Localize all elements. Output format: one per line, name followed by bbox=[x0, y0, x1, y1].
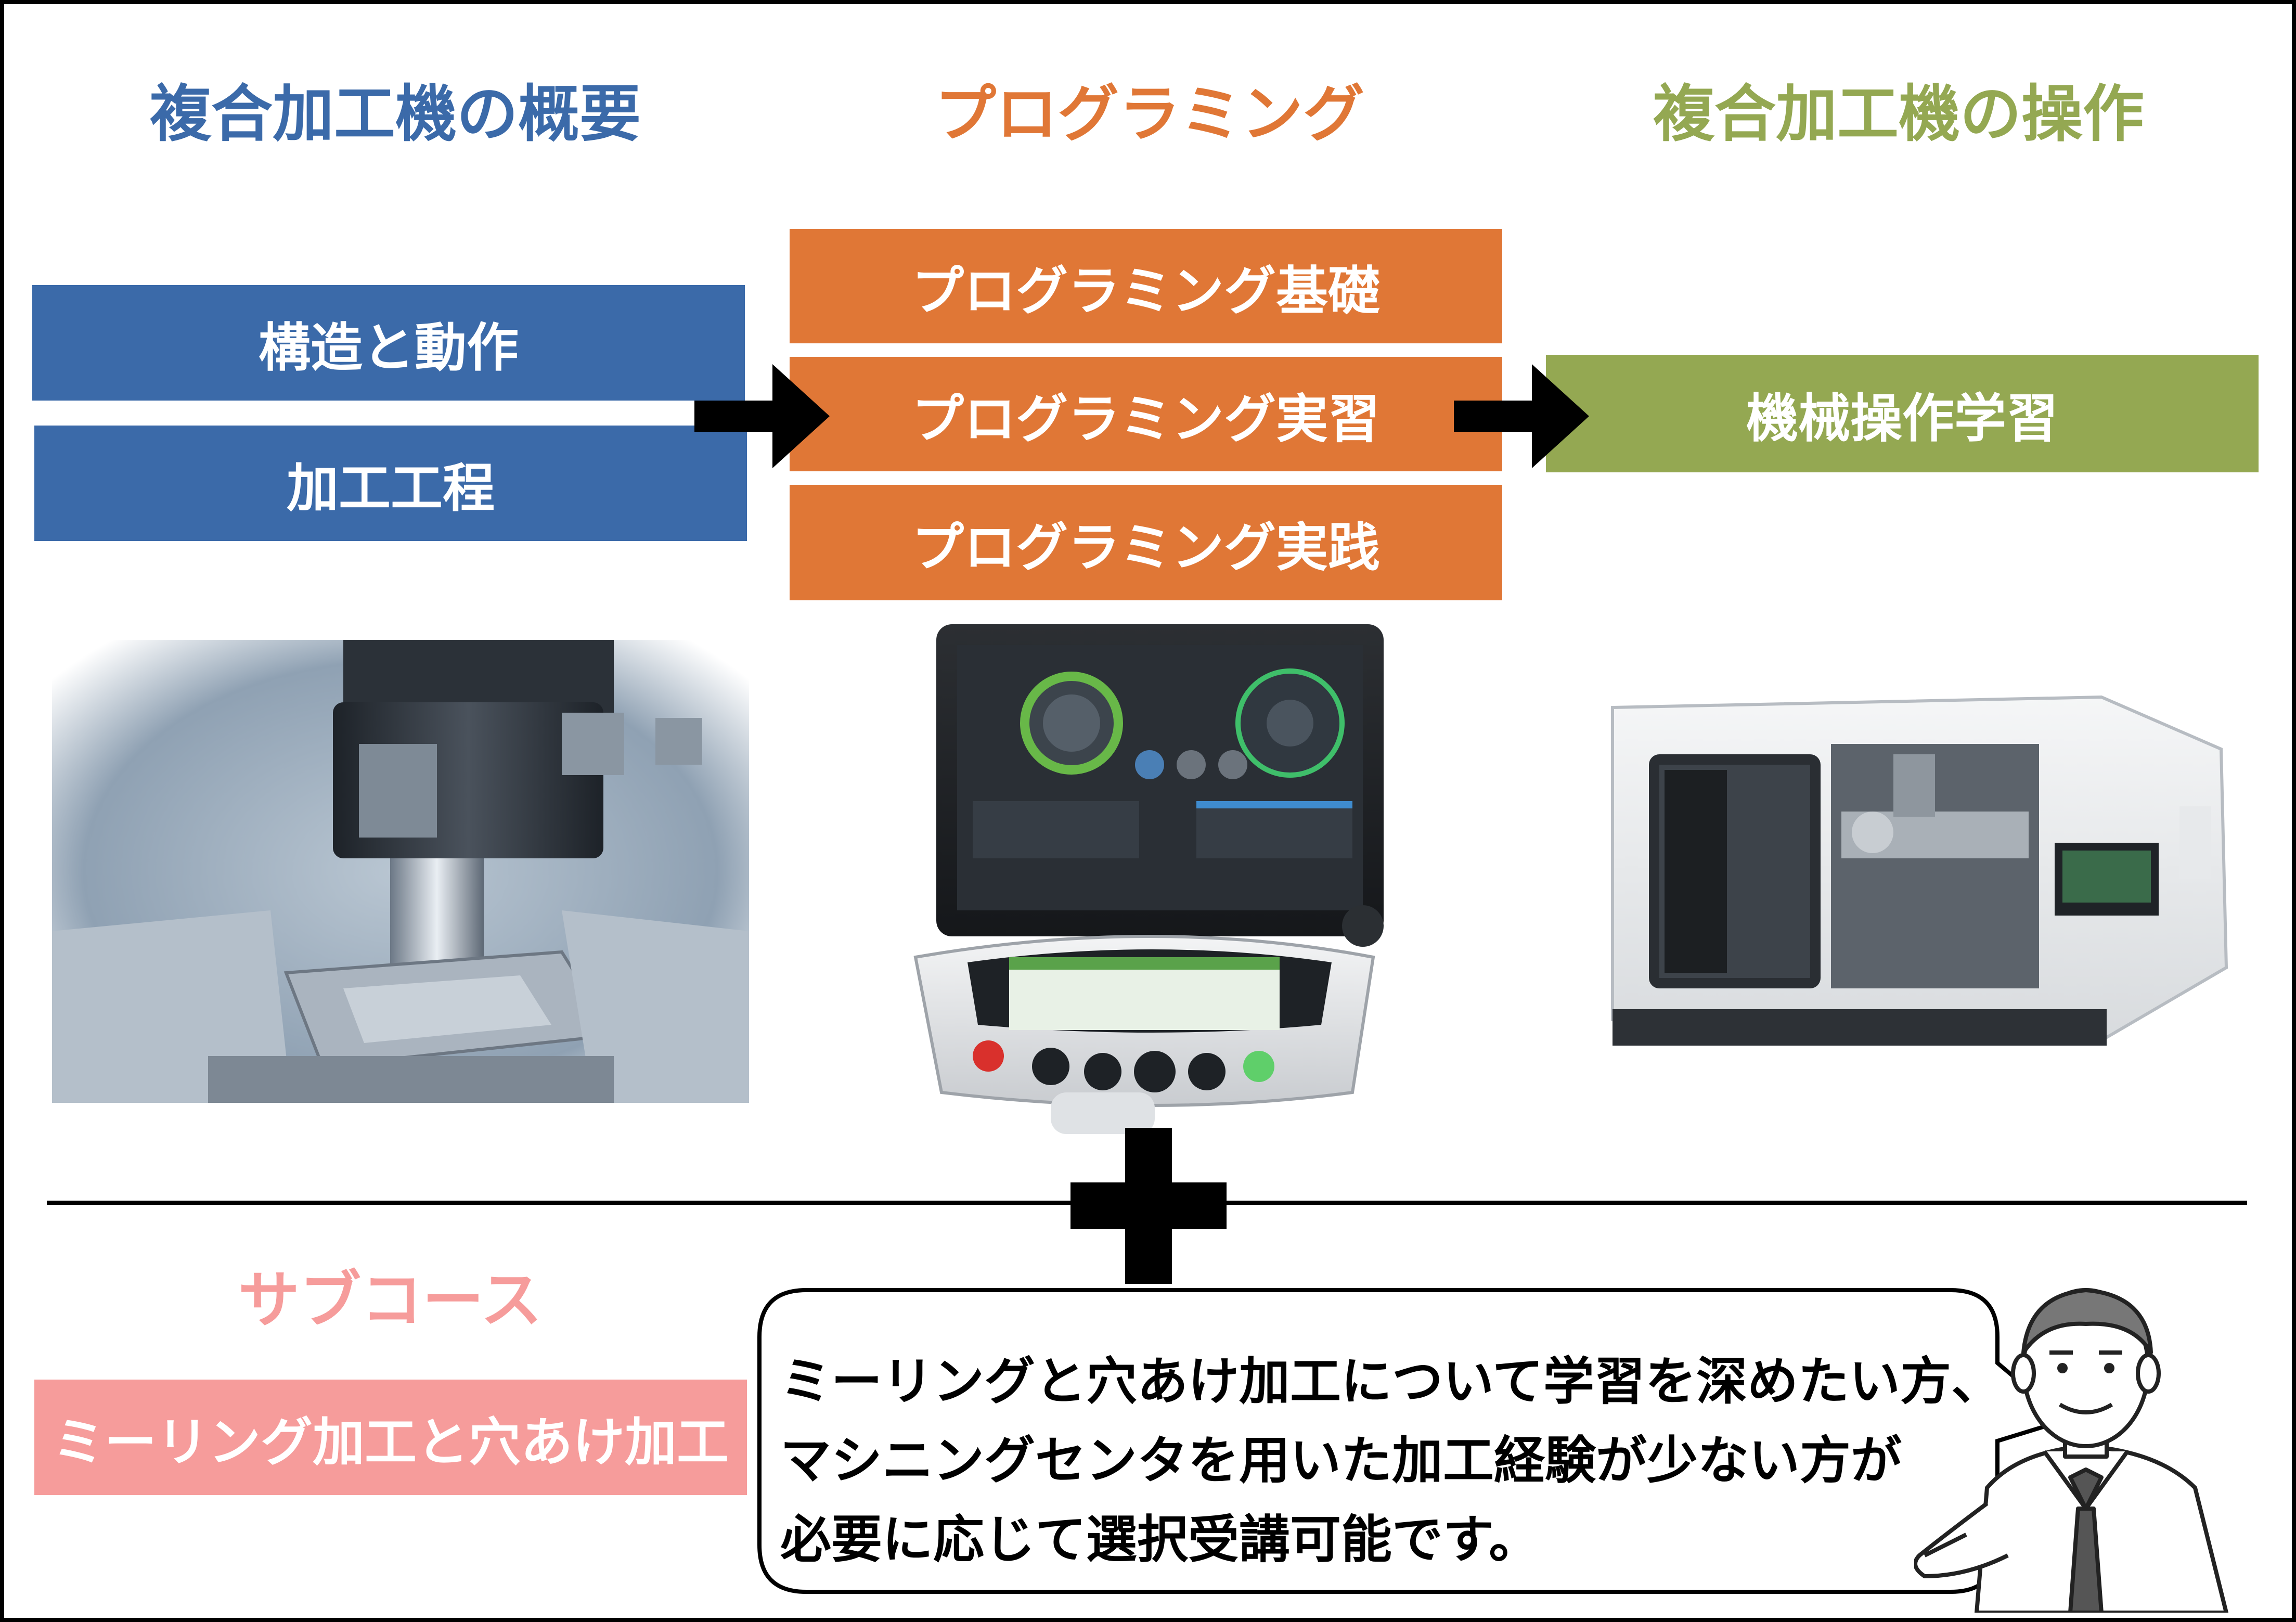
bubble-line: ミーリングと穴あけ加工について学習を深めたい方、 bbox=[780, 1352, 2003, 1411]
programming-item-application: プログラミング実践 bbox=[790, 485, 1502, 600]
programming-item-practice: プログラミング実習 bbox=[790, 357, 1502, 471]
bubble-text: ミーリングと穴あけ加工について学習を深めたい方、 マシニングセンタを用いた加工経… bbox=[780, 1342, 2002, 1579]
bubble-line: マシニングセンタを用いた加工経験が少ない方が bbox=[780, 1431, 1902, 1490]
bubble-line: 必要に応じて選択受講可能です。 bbox=[780, 1510, 1540, 1569]
arrow-right-icon bbox=[694, 364, 830, 468]
programming-heading: プログラミング bbox=[934, 78, 1364, 150]
subcourse-heading: サブコース bbox=[238, 1264, 543, 1336]
plus-icon bbox=[1070, 1128, 1227, 1284]
turn-mill-machine-photo bbox=[1611, 695, 2228, 1046]
overview-item-structure: 構造と動作 bbox=[32, 285, 745, 401]
presenter-person-icon bbox=[1914, 1288, 2228, 1613]
control-panel-photo bbox=[913, 624, 1384, 1134]
overview-heading: 複合加工機の概要 bbox=[149, 78, 641, 150]
operation-heading: 複合加工機の操作 bbox=[1653, 78, 2144, 150]
arrow-right-icon bbox=[1454, 364, 1589, 468]
operation-item-machine: 機械操作学習 bbox=[1546, 355, 2259, 472]
milling-machine-photo bbox=[52, 640, 749, 1103]
subcourse-item-milling-drilling: ミーリング加工と穴あけ加工 bbox=[34, 1380, 747, 1495]
overview-item-process: 加工工程 bbox=[34, 426, 747, 541]
programming-item-basics: プログラミング基礎 bbox=[790, 229, 1502, 343]
speech-bubble bbox=[757, 1288, 2070, 1594]
